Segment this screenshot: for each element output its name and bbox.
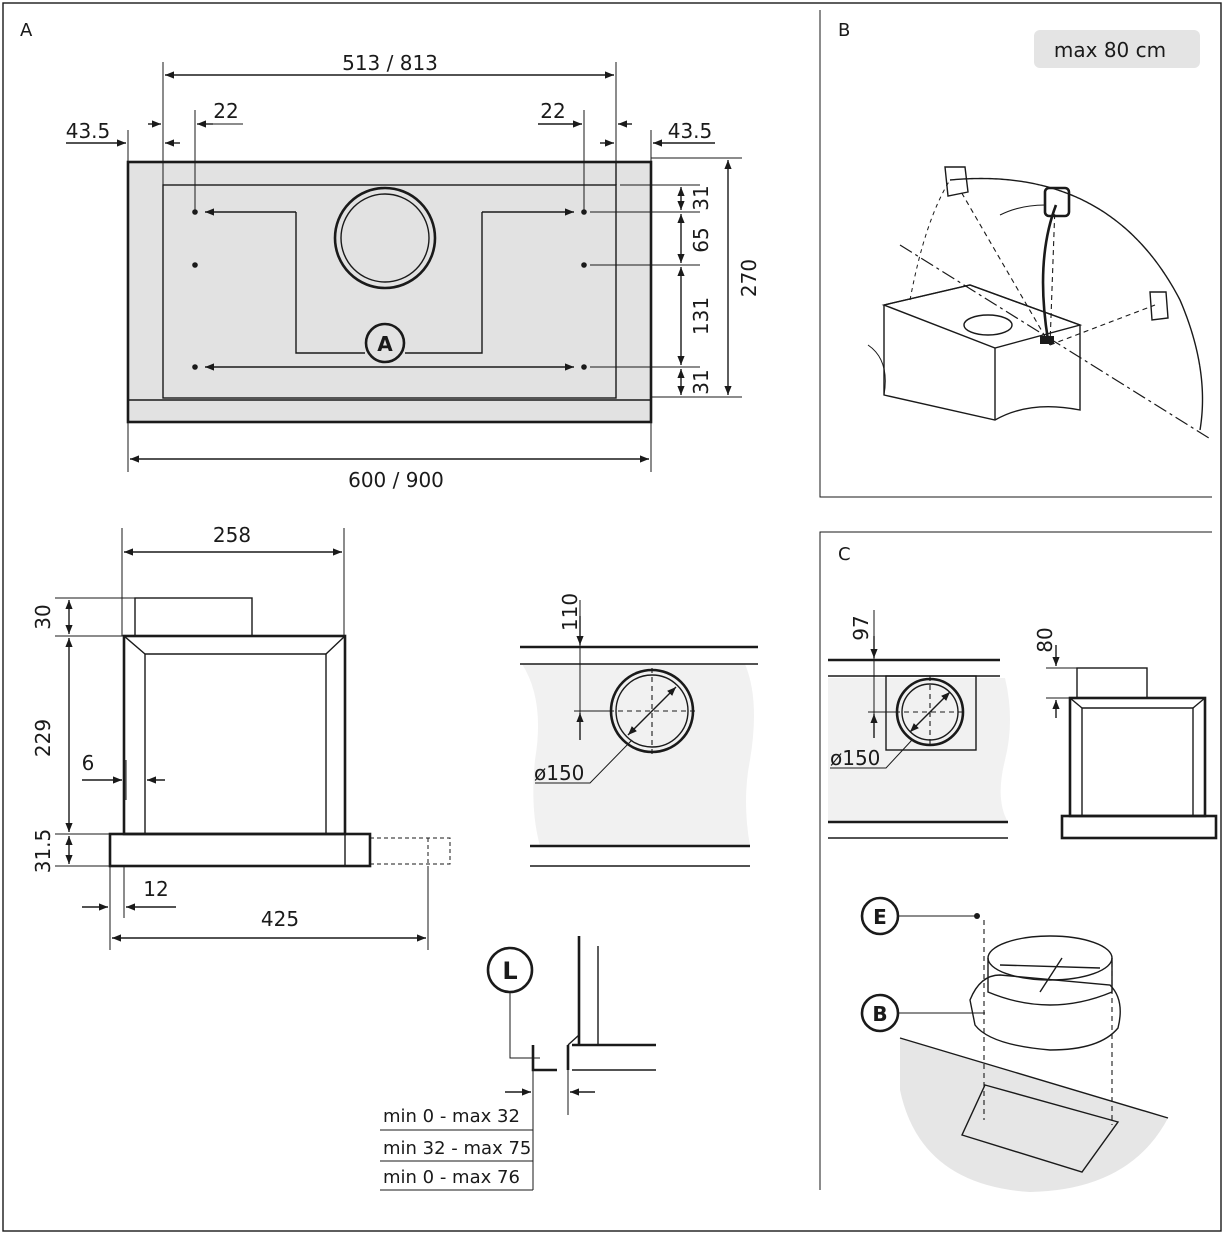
max-distance-badge	[1034, 30, 1200, 68]
dim-duct-offset: 110	[558, 593, 582, 631]
dim-width-inner: 513 / 813	[342, 51, 438, 75]
dim-body-height: 229	[31, 719, 55, 757]
dim-edge-right: 43.5	[668, 119, 713, 143]
fixing-point	[581, 262, 587, 268]
cabinet-section	[522, 664, 754, 846]
callout-b-circle	[860, 993, 900, 1033]
dim-c-offset: 97	[849, 615, 873, 640]
dim-duct-diameter: ø150	[534, 761, 584, 785]
hood-body-side	[122, 634, 347, 836]
cutout-outline	[961, 1084, 1120, 1173]
fixing-point	[192, 364, 198, 370]
callout-a-circle	[364, 322, 406, 364]
reference-line	[899, 244, 1213, 441]
extended-panel	[369, 837, 451, 865]
dim-inset-right: 22	[540, 99, 565, 123]
dim-collar-height: 30	[31, 604, 55, 629]
dim-depth-bottom: 31	[689, 369, 713, 394]
wall-bracket	[944, 166, 969, 197]
callout-e-label: E	[873, 905, 887, 929]
panel-c-cutout: 97 ø150 80 E B	[828, 610, 1218, 1192]
l-range-row: min 0 - max 76	[383, 1167, 520, 1188]
duct-adapter	[969, 974, 1121, 1051]
callout-a-label: A	[377, 332, 393, 356]
hood-inner-panel	[162, 184, 617, 399]
panel-c-frame	[819, 531, 1212, 1190]
wall-bracket	[1149, 291, 1169, 321]
dim-side-width: 258	[213, 523, 251, 547]
fixing-point	[581, 364, 587, 370]
panel-label-a: A	[20, 20, 33, 41]
dim-base-height: 31.5	[31, 829, 55, 874]
cabinet-surface	[900, 1038, 1168, 1192]
side-view: 258 30 229 31.5 6 12 425	[31, 523, 451, 950]
fixing-clip	[1040, 336, 1054, 344]
dim-wall: 6	[82, 751, 95, 775]
base-panel	[1060, 814, 1218, 840]
panel-label-c: C	[838, 544, 851, 565]
cutout-frame	[885, 675, 977, 751]
swing-arc	[949, 177, 1204, 431]
dim-depth-total: 270	[737, 259, 761, 297]
l-range-row: min 32 - max 75	[383, 1138, 531, 1159]
top-view: A 513 / 813 22 22 43.5 43.5	[66, 51, 761, 492]
dim-edge-left: 43.5	[66, 119, 111, 143]
dim-depth-mid2: 131	[689, 297, 713, 335]
exhaust-opening	[333, 186, 437, 290]
dim-depth-mid1: 65	[689, 227, 713, 252]
top-collar	[1076, 667, 1148, 699]
callout-e-circle	[860, 896, 900, 936]
callout-b-label: B	[872, 1002, 887, 1026]
dim-depth-top: 31	[689, 185, 713, 210]
hood-outline	[128, 162, 651, 422]
top-collar	[134, 597, 253, 637]
panel-label-b: B	[838, 20, 850, 41]
dim-inset-left: 22	[213, 99, 238, 123]
dim-c-diameter: ø150	[830, 746, 880, 770]
exhaust-opening	[963, 314, 1013, 336]
l-range-row: min 0 - max 32	[383, 1106, 520, 1127]
wall-bracket-active	[1043, 186, 1071, 218]
panel-b-frame	[819, 10, 1212, 498]
hood-body	[883, 284, 1081, 421]
dim-c-height: 80	[1033, 627, 1057, 652]
fixing-point	[192, 262, 198, 268]
callout-l-label: L	[502, 957, 517, 985]
panel-b-wall-mount: max 80 cm	[867, 30, 1213, 441]
base-panel	[108, 832, 372, 868]
max-distance-note: max 80 cm	[1054, 38, 1166, 62]
hand	[999, 204, 1046, 216]
duct-view: 110 ø150	[520, 593, 758, 867]
dim-width-total: 600 / 900	[348, 468, 444, 492]
dim-front: 12	[143, 877, 168, 901]
dim-depth-side: 425	[261, 907, 299, 931]
cable	[1041, 204, 1058, 341]
hood-body-side	[1068, 696, 1207, 818]
install-detail-l: L min 0 - max 32 min 32 - max 75 min 0 -…	[380, 936, 656, 1191]
